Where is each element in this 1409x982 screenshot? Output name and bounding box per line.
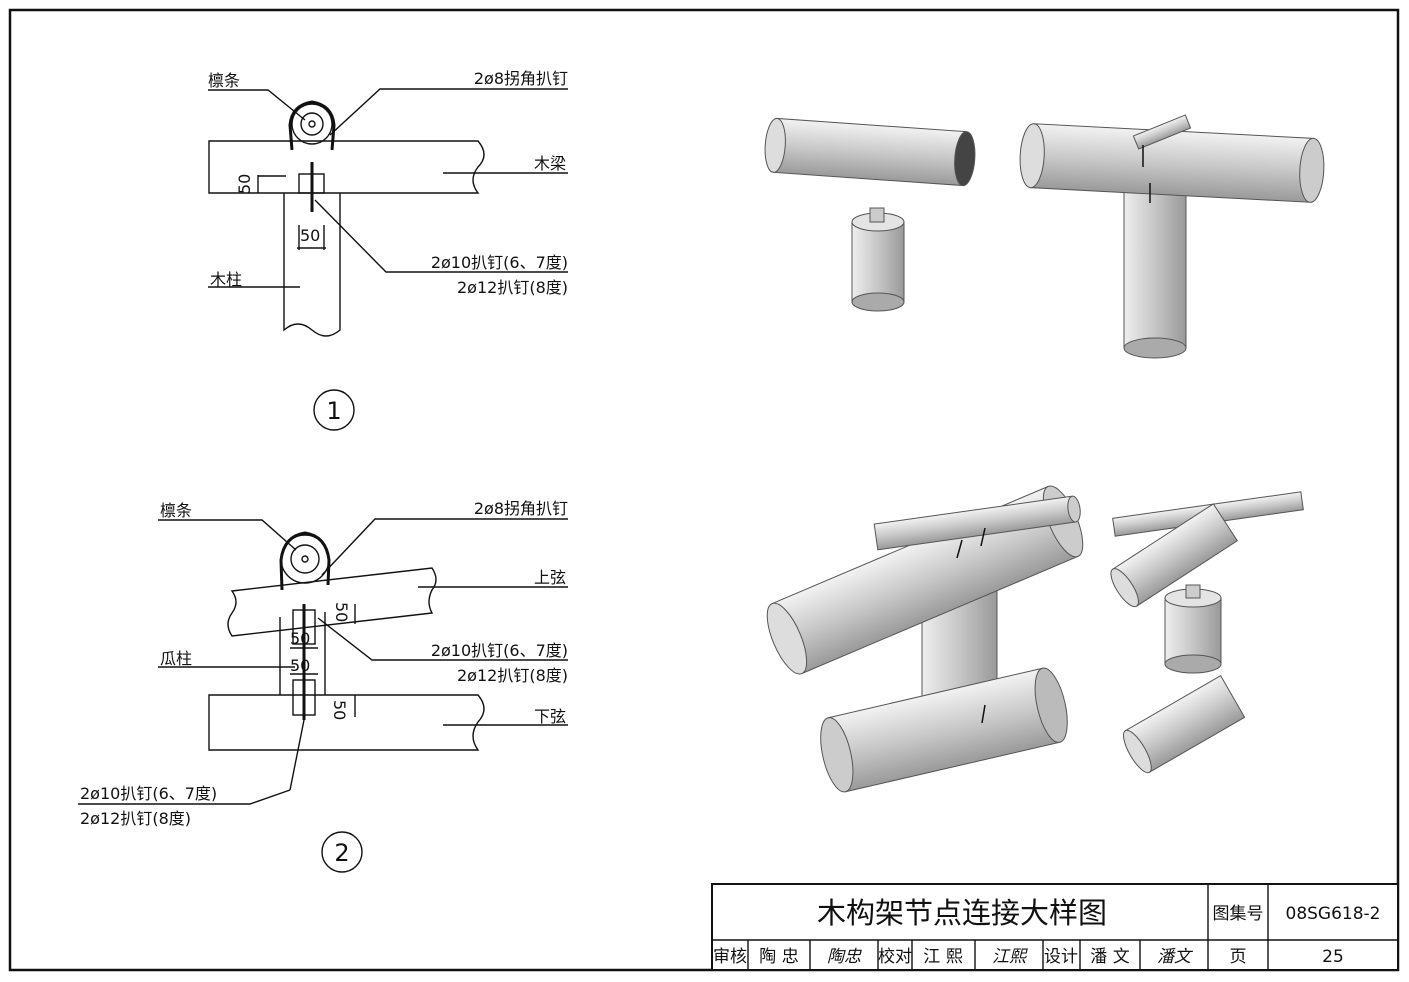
detail-2: 檩条 2ø8拐角扒钉 上弦 瓜柱 2ø10扒钉(6、7度) 2ø12扒钉(8度)… [78,499,568,873]
designer-name: 潘 文 [1090,947,1129,967]
dim-horizontal: 50 [300,226,320,245]
page-number: 25 [1322,947,1344,967]
render-joint-1-exploded [764,117,976,312]
designer-signature: 潘文 [1157,947,1194,967]
corner-nail [288,100,336,151]
dim-a: 50 [290,629,310,648]
dim-vertical: 50 [235,174,254,194]
label-corner-nail: 2ø8拐角扒钉 [474,499,568,518]
render-joint-2-exploded [1110,491,1304,774]
dim-bottom: 50 [330,700,349,720]
checker-name: 江 熙 [923,947,962,967]
label-king-post: 瓜柱 [160,649,192,668]
column-shape [283,193,341,337]
atlas-label: 图集号 [1213,904,1264,924]
detail-number: 2 [334,839,349,867]
label-top-chord: 上弦 [534,568,566,587]
label-purlin: 檩条 [160,501,192,520]
atlas-number: 08SG618-2 [1286,904,1381,924]
dim-top: 50 [332,602,351,622]
label-nail-8-lower: 2ø12扒钉(8度) [80,809,191,828]
label-beam: 木梁 [534,154,566,173]
beam-shape [208,140,485,194]
dim-b: 50 [290,656,310,675]
checker-signature: 江熙 [992,947,1028,967]
label-corner-nail: 2ø8拐角扒钉 [474,69,568,88]
king-post-shape [279,612,326,695]
label-column: 木柱 [210,270,242,289]
sheet-border [8,8,1400,972]
design-label: 设计 [1044,947,1078,967]
detail-number-circle [321,831,363,873]
detail-number: 1 [326,397,341,425]
render-joint-2-assembled [766,485,1084,793]
bottom-chord-shape [208,694,485,751]
review-label: 审核 [713,947,747,967]
label-nail-67: 2ø10扒钉(6、7度) [431,253,568,272]
label-nail-8-upper: 2ø12扒钉(8度) [457,666,568,685]
check-label: 校对 [878,947,912,967]
render-joint-1-assembled [1019,114,1325,359]
title-block: 木构架节点连接大样图 图集号 08SG618-2 审核 陶 忠 陶忠 校对 江 … [711,883,1399,971]
detail-1: 檩条 2ø8拐角扒钉 木梁 木柱 2ø10扒钉(6、7度) 2ø12扒钉(8度)… [208,69,568,431]
reviewer-name: 陶 忠 [759,947,798,967]
detail-number-circle [313,389,355,431]
purlin-circle [291,103,333,145]
label-nail-8: 2ø12扒钉(8度) [457,278,568,297]
drawing-title: 木构架节点连接大样图 [817,896,1107,930]
label-purlin: 檩条 [208,71,240,90]
page-label: 页 [1230,947,1247,967]
corner-nail [279,531,331,591]
label-nail-67-upper: 2ø10扒钉(6、7度) [431,641,568,660]
top-chord-shape [227,567,437,637]
reviewer-signature: 陶忠 [827,947,862,967]
label-bottom-chord: 下弦 [534,707,566,726]
label-nail-67-lower: 2ø10扒钉(6、7度) [80,784,217,803]
